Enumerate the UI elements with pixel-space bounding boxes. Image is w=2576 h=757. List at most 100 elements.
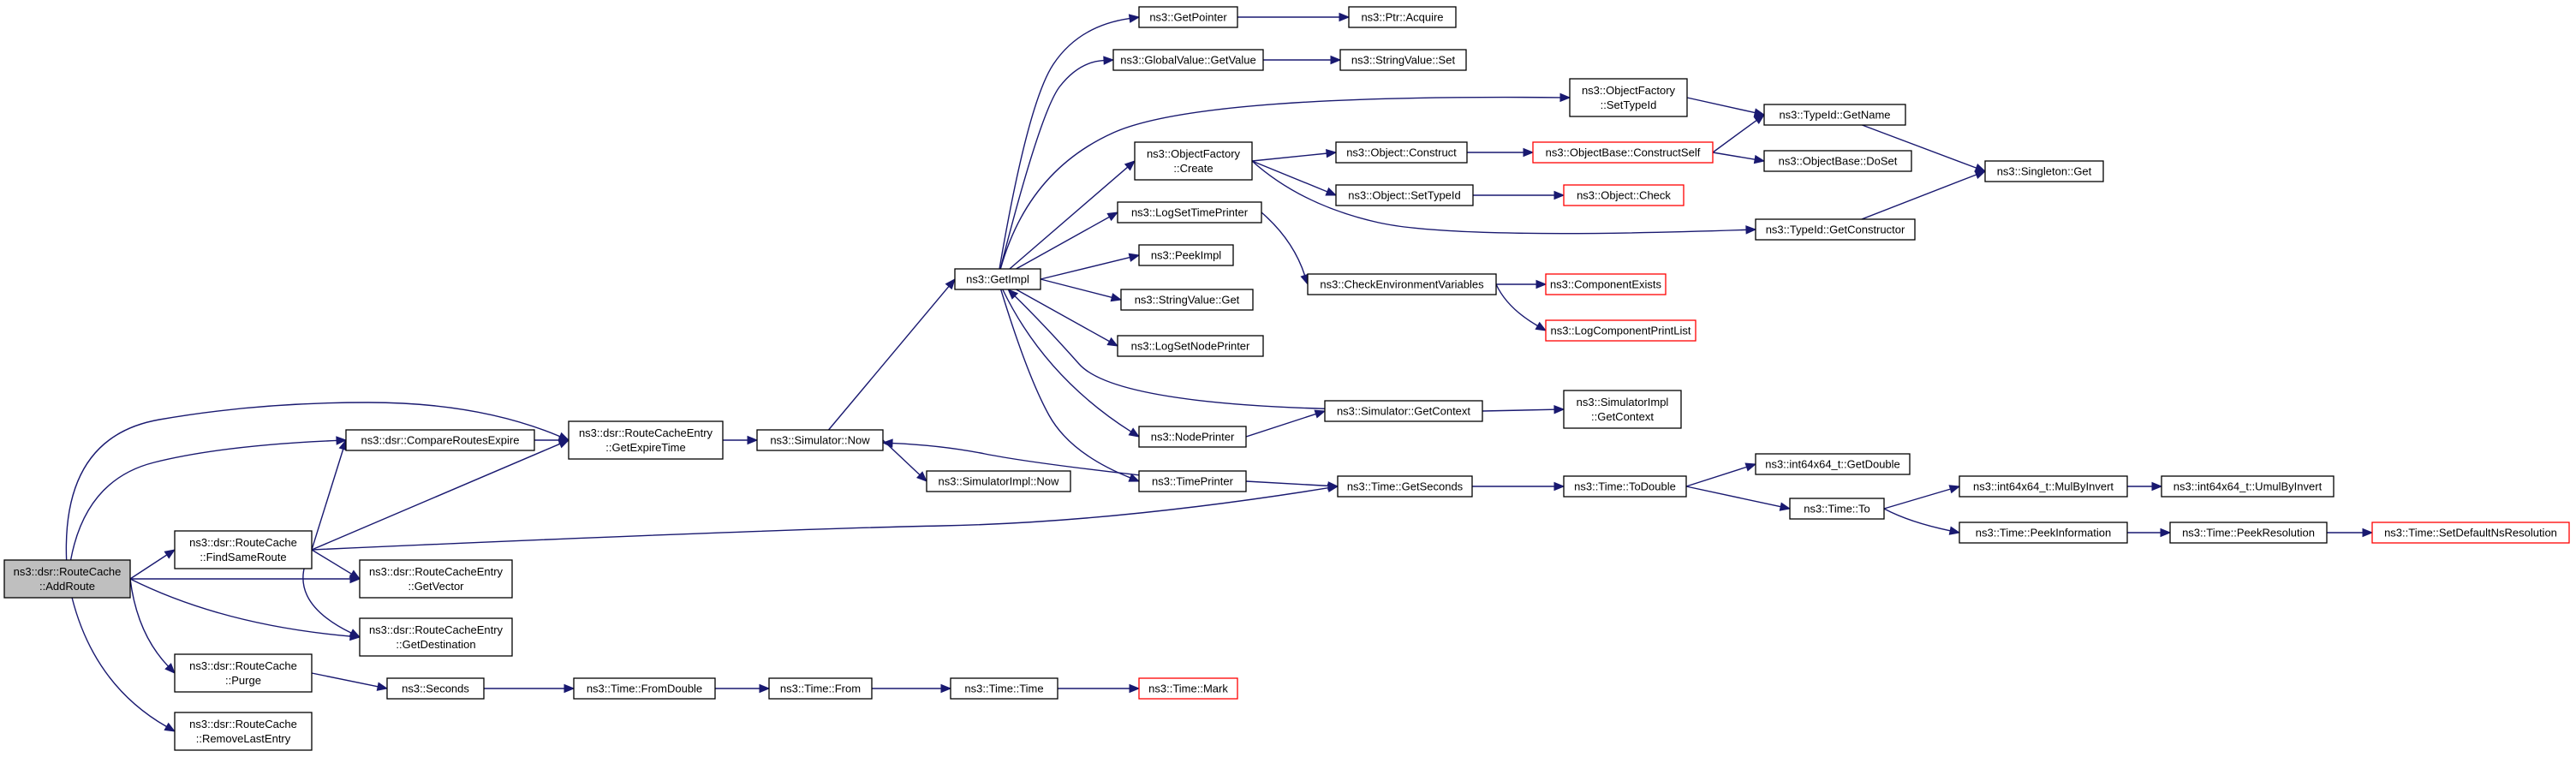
node-object-set-type-id[interactable]: ns3::Object::SetTypeId [1335, 184, 1474, 206]
node-log-component-print-list[interactable]: ns3::LogComponentPrintList [1545, 319, 1696, 342]
node-compare-routes-expire[interactable]: ns3::dsr::CompareRoutesExpire [345, 429, 535, 451]
node-type-id-get-name[interactable]: ns3::TypeId::GetName [1763, 104, 1906, 126]
node-component-exists[interactable]: ns3::ComponentExists [1545, 273, 1667, 295]
node-int64-get-double[interactable]: ns3::int64x64_t::GetDouble [1755, 453, 1911, 475]
edge-time-peek-information-to-time-peek-resolution [2127, 528, 2172, 538]
node-remove-last-entry[interactable]: ns3::dsr::RouteCache::RemoveLastEntry [174, 712, 313, 751]
node-purge[interactable]: ns3::dsr::RouteCache::Purge [174, 653, 313, 693]
arrowhead [1124, 160, 1136, 171]
node-box [1763, 104, 1906, 126]
edge-object-set-type-id-to-object-check [1473, 190, 1565, 200]
node-get-impl[interactable]: ns3::GetImpl [954, 268, 1041, 290]
node-time-set-default-ns-resolution[interactable]: ns3::Time::SetDefaultNsResolution [2371, 522, 2570, 544]
node-object-factory-set-type-id[interactable]: ns3::ObjectFactory::SetTypeId [1569, 78, 1688, 117]
node-time-get-seconds[interactable]: ns3::Time::GetSeconds [1337, 475, 1473, 498]
edge-line [1883, 488, 1951, 510]
arrowhead [1745, 225, 1757, 235]
node-object-check[interactable]: ns3::Object::Check [1563, 184, 1685, 206]
edge-line [1002, 289, 1132, 432]
node-ptr-acquire[interactable]: ns3::Ptr::Acquire [1348, 6, 1457, 28]
node-time-to-double[interactable]: ns3::Time::ToDouble [1563, 475, 1687, 498]
node-find-same-route[interactable]: ns3::dsr::RouteCache::FindSameRoute [174, 530, 313, 569]
node-add-route[interactable]: ns3::dsr::RouteCache::AddRoute [3, 559, 131, 599]
edge-check-environment-variables-to-component-exists [1496, 279, 1547, 289]
node-time-from[interactable]: ns3::Time::From [768, 677, 873, 700]
edge-line [69, 439, 337, 561]
node-log-set-node-printer[interactable]: ns3::LogSetNodePrinter [1117, 335, 1264, 357]
edge-line [1245, 480, 1329, 487]
node-box [573, 677, 716, 700]
node-int64-mul-by-invert[interactable]: ns3::int64x64_t::MulByInvert [1959, 475, 2128, 498]
node-object-factory-create[interactable]: ns3::ObjectFactory::Create [1134, 141, 1253, 181]
node-label: ns3::dsr::RouteCache [189, 659, 297, 672]
node-box [1755, 218, 1916, 241]
arrowhead [1129, 683, 1141, 694]
node-box [756, 429, 884, 451]
node-label: ns3::ObjectFactory [1582, 84, 1676, 97]
node-label: ns3::ObjectBase::ConstructSelf [1546, 146, 1701, 159]
node-simulator-impl-now[interactable]: ns3::SimulatorImpl::Now [926, 470, 1071, 492]
node-box [1117, 201, 1262, 224]
node-label: ns3::Time::ToDouble [1574, 480, 1676, 493]
node-label: ns3::LogComponentPrintList [1550, 325, 1690, 337]
node-get-pointer[interactable]: ns3::GetPointer [1138, 6, 1238, 28]
node-log-set-time-printer[interactable]: ns3::LogSetTimePrinter [1117, 201, 1262, 224]
edge-add-route-to-purge [129, 578, 176, 674]
node-label: ns3::NodePrinter [1151, 431, 1235, 444]
node-string-value-get[interactable]: ns3::StringValue::Get [1120, 289, 1254, 311]
node-time-peek-information[interactable]: ns3::Time::PeekInformation [1959, 522, 2128, 544]
edge-line [1251, 152, 1327, 162]
node-get-expire-time[interactable]: ns3::dsr::RouteCacheEntry::GetExpireTime [568, 420, 724, 460]
node-object-base-do-set[interactable]: ns3::ObjectBase::DoSet [1763, 150, 1912, 172]
node-get-vector[interactable]: ns3::dsr::RouteCacheEntry::GetVector [359, 559, 513, 599]
node-box [1337, 475, 1473, 498]
node-node-printer[interactable]: ns3::NodePrinter [1138, 426, 1247, 448]
node-global-value-get-value[interactable]: ns3::GlobalValue::GetValue [1112, 49, 1264, 71]
node-simulator-now[interactable]: ns3::Simulator::Now [756, 429, 884, 451]
node-seconds[interactable]: ns3::Seconds [386, 677, 485, 700]
node-label: ns3::dsr::RouteCacheEntry [579, 426, 713, 439]
edge-node-printer-to-simulator-get-context [1245, 409, 1327, 438]
node-time-mark[interactable]: ns3::Time::Mark [1138, 677, 1238, 700]
node-peek-impl[interactable]: ns3::PeekImpl [1138, 244, 1234, 266]
node-time-peek-resolution[interactable]: ns3::Time::PeekResolution [2169, 522, 2328, 544]
edge-simulator-now-to-get-impl [828, 277, 956, 431]
node-label: ns3::Singleton::Get [1997, 165, 2092, 178]
node-object-base-construct-self[interactable]: ns3::ObjectBase::ConstructSelf [1532, 141, 1714, 164]
arrowhead [1110, 293, 1123, 302]
node-label: ns3::PeekImpl [1151, 249, 1221, 262]
node-label: ns3::Seconds [402, 682, 469, 695]
node-object-construct[interactable]: ns3::Object::Construct [1335, 141, 1468, 164]
node-string-value-set[interactable]: ns3::StringValue::Set [1339, 49, 1467, 71]
node-int64-umul-by-invert[interactable]: ns3::int64x64_t::UmulByInvert [2161, 475, 2334, 498]
arrowhead [1327, 481, 1339, 491]
edge-get-impl-to-time-printer [1000, 289, 1141, 482]
arrowhead [940, 683, 952, 694]
edge-object-base-construct-self-to-type-id-get-name [1712, 114, 1766, 153]
node-type-id-get-constructor[interactable]: ns3::TypeId::GetConstructor [1755, 218, 1916, 241]
node-label: ns3::ObjectFactory [1147, 147, 1241, 160]
edge-get-impl-to-string-value-get [1040, 278, 1123, 302]
node-check-environment-variables[interactable]: ns3::CheckEnvironmentVariables [1307, 273, 1497, 295]
edge-time-from-to-time-time [872, 683, 952, 694]
node-get-destination[interactable]: ns3::dsr::RouteCacheEntry::GetDestinatio… [359, 617, 513, 657]
node-label: ns3::TimePrinter [1152, 475, 1234, 488]
edge-object-factory-create-to-type-id-get-constructor [1251, 160, 1757, 235]
node-time-time[interactable]: ns3::Time::Time [950, 677, 1058, 700]
node-box [768, 677, 873, 700]
edge-line [311, 487, 1329, 551]
node-label: ns3::ObjectBase::DoSet [1779, 155, 1898, 168]
node-simulator-impl-get-context[interactable]: ns3::SimulatorImpl::GetContext [1563, 390, 1682, 429]
edge-line [1245, 413, 1316, 438]
node-time-from-double[interactable]: ns3::Time::FromDouble [573, 677, 716, 700]
node-label: ns3::SimulatorImpl::Now [939, 475, 1059, 488]
node-time-printer[interactable]: ns3::TimePrinter [1138, 470, 1247, 492]
edge-line [129, 578, 351, 637]
edge-line [1482, 408, 1555, 412]
node-time-to[interactable]: ns3::Time::To [1789, 498, 1885, 520]
edge-line [1861, 174, 1977, 220]
node-singleton-get[interactable]: ns3::Singleton::Get [1984, 160, 2104, 182]
node-simulator-get-context[interactable]: ns3::Simulator::GetContext [1324, 400, 1483, 422]
node-label: ns3::int64x64_t::GetDouble [1765, 458, 1900, 471]
edge-line [999, 17, 1130, 270]
